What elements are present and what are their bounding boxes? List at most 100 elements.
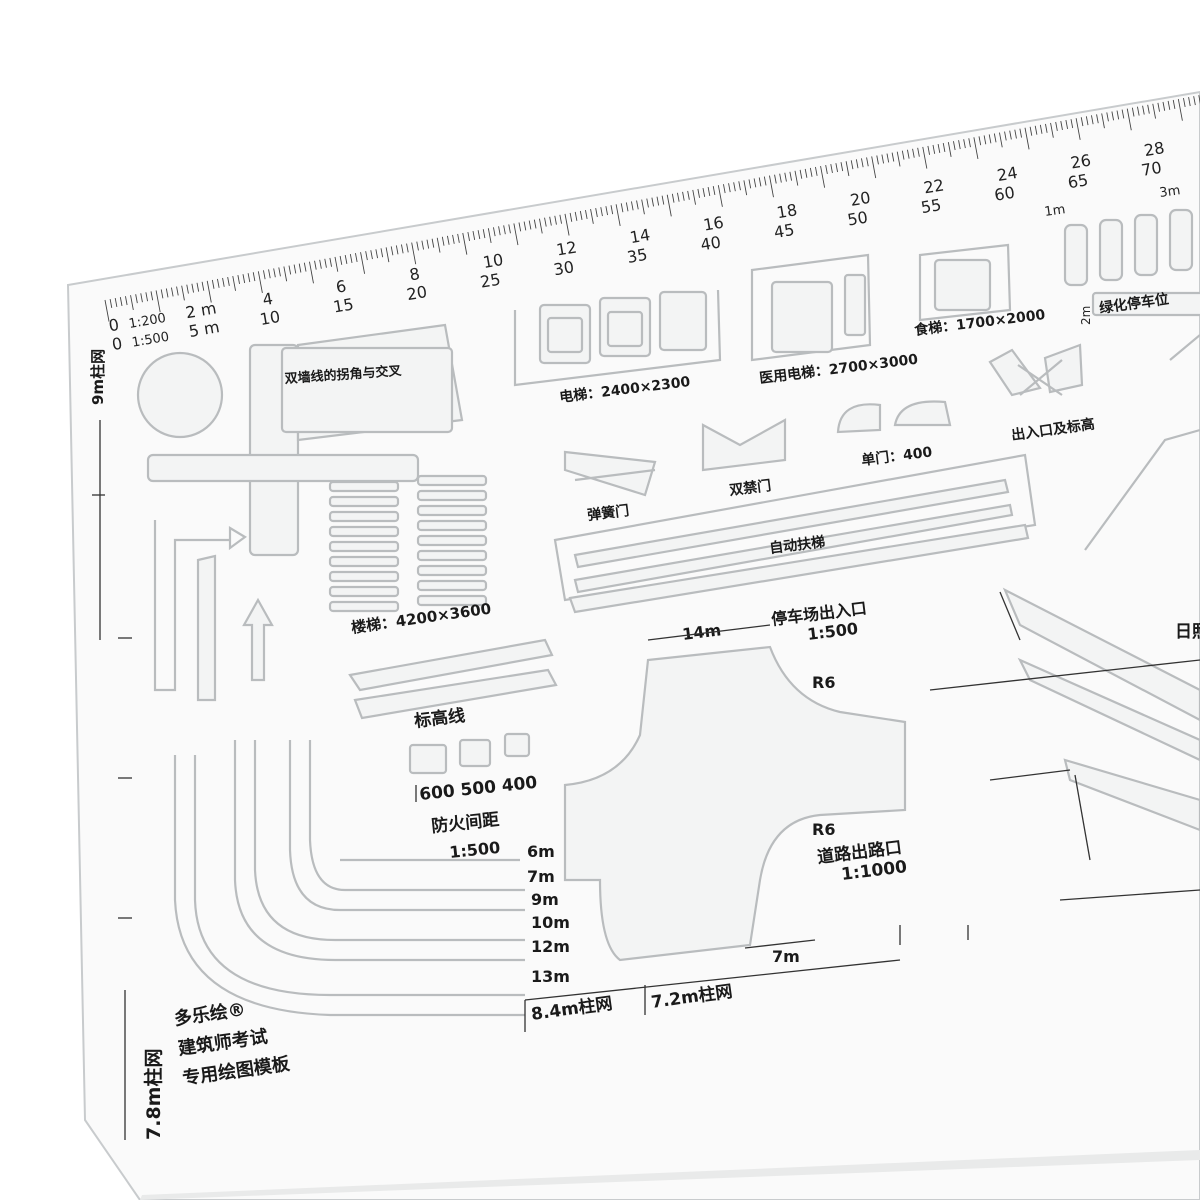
stairs-stencil xyxy=(328,474,488,613)
ruler-tick xyxy=(544,217,547,227)
ruler-tick xyxy=(447,235,450,245)
ruler-tick xyxy=(631,201,634,211)
ruler-tick xyxy=(1065,120,1069,130)
ruler-tick xyxy=(794,170,799,186)
ruler-tick xyxy=(1085,116,1089,126)
ruler-tick xyxy=(1126,108,1132,131)
ruler-tick xyxy=(769,175,774,198)
ruler-tick xyxy=(467,231,470,241)
ruler-tick xyxy=(830,164,833,174)
ruler-bottom-number: 45 xyxy=(773,220,796,242)
ruler-tick xyxy=(1050,122,1054,138)
stair-rung xyxy=(328,510,400,523)
ruler-tick xyxy=(487,228,492,244)
ruler-tick xyxy=(309,261,314,284)
ruler-tick xyxy=(896,151,901,167)
ruler-tick xyxy=(176,286,179,296)
ruler-tick xyxy=(636,200,639,210)
ruler-tick xyxy=(334,256,339,272)
square-600 xyxy=(408,743,448,775)
ruler-tick xyxy=(324,258,327,268)
spring-door-label: 弹簧门 xyxy=(586,502,630,524)
ruler-bottom-number: 25 xyxy=(479,270,502,292)
stair-rung xyxy=(328,555,400,568)
ruler-tick xyxy=(293,264,297,274)
ruler-tick xyxy=(1039,124,1043,134)
ruler-tick xyxy=(452,234,455,244)
ruler-tick xyxy=(533,219,537,229)
ruler-numbers: 4106158201025123014351640184520502255246… xyxy=(258,138,1165,329)
ruler-bottom-number: 15 xyxy=(332,294,355,316)
stair-rung xyxy=(416,534,488,547)
ruler-tick xyxy=(549,216,552,226)
ruler-tick xyxy=(937,143,941,153)
elevator-stencils xyxy=(513,243,1012,387)
ruler-tick xyxy=(288,265,292,275)
ruler-tick xyxy=(953,141,956,151)
ruler-tick xyxy=(1177,98,1183,121)
ruler-tick xyxy=(1014,129,1017,139)
ruler-tick xyxy=(421,240,424,250)
ruler-tick xyxy=(866,157,869,167)
ruler-tick xyxy=(973,137,979,160)
stair-rung xyxy=(328,585,400,598)
ruler-tick xyxy=(661,195,665,205)
ruler-tick xyxy=(355,253,358,263)
ruler-tick xyxy=(605,206,608,216)
ruler-tick xyxy=(237,275,240,285)
ruler-tick xyxy=(493,227,496,237)
ruler-tick xyxy=(227,276,230,286)
ruler-tick xyxy=(201,281,205,291)
stair-rung xyxy=(416,474,488,487)
ruler-tick xyxy=(585,209,588,219)
ruler-tick xyxy=(569,212,573,222)
ruler-tick xyxy=(1019,128,1023,138)
ruler-top-number: 16 xyxy=(702,213,725,235)
ruler-tick xyxy=(155,290,161,313)
ruler-tick xyxy=(825,164,828,175)
ruler-tick xyxy=(723,184,726,194)
ruler-tick xyxy=(222,277,225,287)
dim-line-7m xyxy=(744,939,816,949)
ruler-tick xyxy=(692,189,696,205)
ruler-tick xyxy=(615,204,621,227)
ruler-tick xyxy=(436,237,441,253)
ruler-tick xyxy=(712,186,716,196)
road-exit-stencil xyxy=(563,645,907,962)
ruler-tick xyxy=(1142,105,1145,115)
ruler-tick xyxy=(119,297,123,307)
ruler-tick xyxy=(1096,114,1099,124)
ruler-tick xyxy=(135,294,138,304)
ruler-tick xyxy=(978,136,982,146)
ruler-tick xyxy=(150,291,154,301)
ruler-tick xyxy=(707,187,711,197)
grid-baseline xyxy=(524,959,901,1001)
ruler-tick xyxy=(314,260,317,270)
ruler-tick xyxy=(1188,97,1191,107)
ruler-tick xyxy=(738,181,741,191)
ruler-tick xyxy=(1070,119,1074,129)
ruler-top-number: 10 xyxy=(481,250,504,272)
ruler-tick xyxy=(1152,103,1156,119)
ruler-tick xyxy=(380,248,384,258)
r6-bottom-label: R6 xyxy=(812,820,835,839)
ruler-tick xyxy=(140,293,143,303)
ruler-tick xyxy=(1157,102,1161,112)
ruler-tick xyxy=(1009,130,1012,140)
ruler-tick xyxy=(1147,104,1150,114)
ruler-ticks xyxy=(104,95,1200,322)
dim-line-14m xyxy=(647,624,771,641)
ruler-tick xyxy=(171,287,174,297)
ruler-tick xyxy=(426,239,430,249)
ruler-tick xyxy=(217,278,220,288)
r6-top-label: R6 xyxy=(812,673,835,692)
ruler-tick xyxy=(886,153,890,163)
ruler-tick xyxy=(651,197,654,207)
door-stencils xyxy=(563,400,952,497)
ruler-tick xyxy=(503,225,506,235)
ruler-top-number: 6 xyxy=(335,276,348,296)
ruler-labels: 0 0 1:200 1:500 2 m 5 m 4106158201025123… xyxy=(107,138,1166,354)
ruler-unit-2: 5 m xyxy=(187,317,221,341)
